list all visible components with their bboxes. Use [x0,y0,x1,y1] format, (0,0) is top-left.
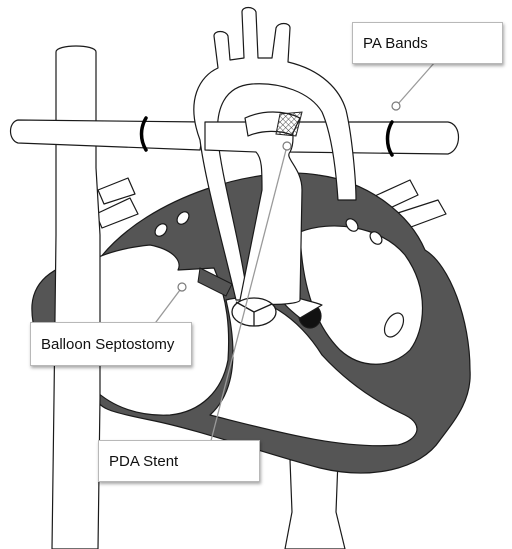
descending-aorta [285,460,345,549]
septostomy-pointer [178,283,186,291]
pa-bands-label: PA Bands [363,35,428,52]
pda-stent-label: PDA Stent [109,453,178,470]
balloon-septostomy-callout: Balloon Septostomy [30,322,192,366]
pulmonary-valve [232,298,276,326]
left-pulmonary-artery [290,122,459,154]
balloon-septostomy-label: Balloon Septostomy [41,336,174,353]
pa-bands-callout: PA Bands [352,22,503,64]
pulmonary-vein-left-lower [96,198,138,228]
pda-stent-pointer [283,142,291,150]
pda-stent-callout: PDA Stent [98,440,260,482]
right-pulmonary-artery [11,120,206,150]
pa-band-pointer [392,102,400,110]
